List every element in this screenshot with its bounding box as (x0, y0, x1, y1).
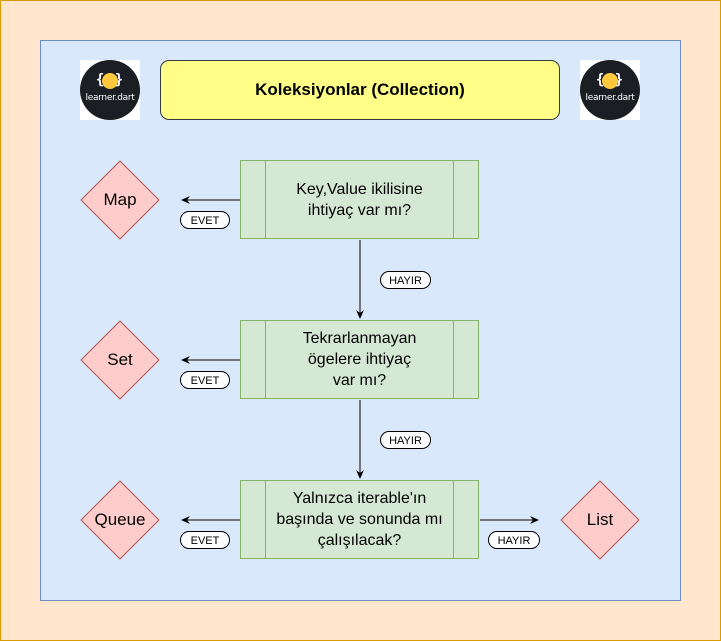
logo-braces: { } (95, 72, 125, 88)
logo-disc (80, 60, 140, 120)
edge-label-evet: EVET (180, 531, 230, 549)
mascot-icon (602, 73, 618, 89)
edge-label-hayir: HAYIR (380, 431, 431, 449)
edge-label-hayir: HAYIR (488, 531, 540, 549)
question-unique-items: Tekrarlanmayan ögelere ihtiyaç var mı? (240, 320, 479, 399)
outcome-map: Map (80, 160, 160, 240)
outcome-label: List (586, 510, 614, 529)
question-text: Yalnızca iterable'ın başında ve sonunda … (276, 490, 443, 549)
diagram-title: Koleksiyonlar (Collection) (160, 60, 560, 120)
logo-braces: { } (595, 72, 625, 88)
logo-wordmark: learner.dart (85, 93, 135, 103)
question-text: Tekrarlanmayan ögelere ihtiyaç var mı? (302, 330, 417, 389)
question-text: Key,Value ikilisine ihtiyaç var mı? (296, 180, 423, 219)
outcome-list: List (560, 480, 640, 560)
learner-dart-logo-right: { } learner.dart (580, 60, 640, 120)
question-key-value: Key,Value ikilisine ihtiyaç var mı? (240, 160, 479, 239)
logo-disc (580, 60, 640, 120)
learner-dart-logo-left: { } learner.dart (80, 60, 140, 120)
question-ends-only: Yalnızca iterable'ın başında ve sonunda … (240, 480, 479, 559)
outcome-label: Map (103, 190, 137, 209)
edge-label-evet: EVET (180, 211, 230, 229)
outcome-label: Set (107, 350, 133, 369)
outcome-label: Queue (94, 510, 146, 529)
outcome-queue: Queue (80, 480, 160, 560)
edge-label-evet: EVET (180, 371, 230, 389)
logo-wordmark: learner.dart (585, 93, 635, 103)
mascot-icon (102, 73, 118, 89)
outcome-set: Set (80, 320, 160, 400)
edge-label-hayir: HAYIR (380, 271, 431, 289)
